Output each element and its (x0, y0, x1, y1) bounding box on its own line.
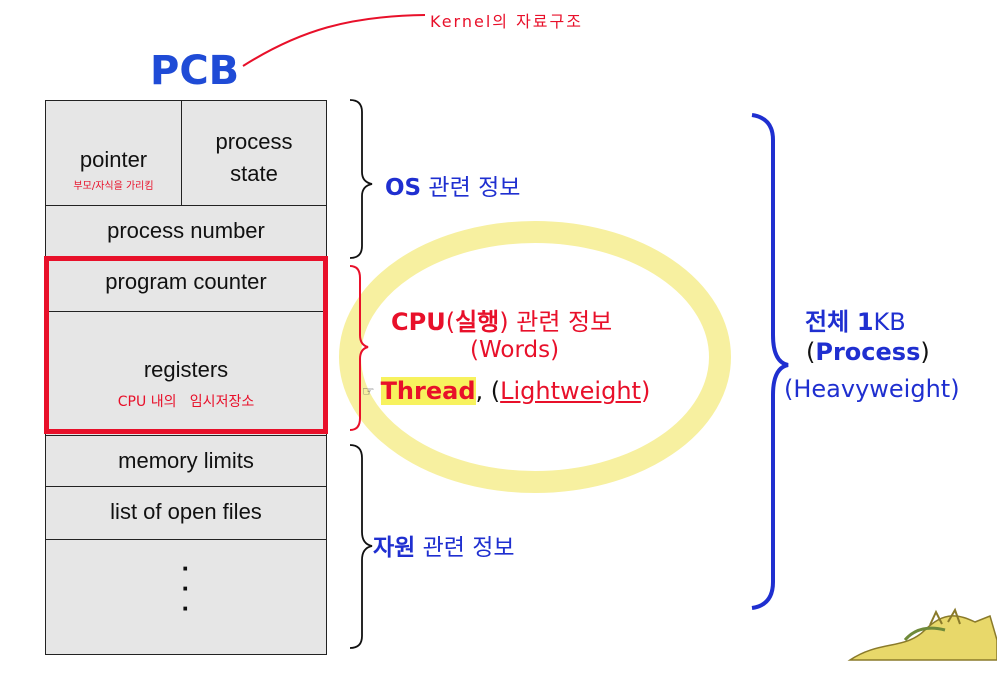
os-label-bold: OS (385, 175, 422, 201)
words-close: ) (550, 337, 560, 363)
diagram-title: PCB (150, 48, 240, 94)
words-text: Words (478, 337, 551, 363)
cpu-info-label: CPU(실행) 관련 정보 (391, 302, 612, 337)
process-state-cell: process state (181, 100, 327, 206)
lightweight-word: Lightweight (500, 377, 641, 405)
kernel-arrow-curve (242, 14, 426, 67)
resource-info-label: 자원 관련 정보 (373, 528, 515, 562)
highlight-ellipse (339, 221, 731, 493)
more-dots: · · · (181, 553, 191, 623)
os-info-label: OS 관련 정보 (385, 168, 520, 202)
cpu-close: ) (499, 308, 509, 336)
resource-label-rest: 관련 정보 (415, 535, 515, 561)
kernel-note: Kernel의 자료구조 (430, 12, 583, 31)
dragon-logo-icon (847, 607, 997, 661)
os-label-rest: 관련 정보 (421, 175, 521, 201)
total-brace (751, 113, 789, 610)
cpu-word: CPU (391, 308, 446, 336)
cpu-open: ( (445, 308, 456, 336)
total-word: 전체 (805, 308, 850, 336)
thread-comma: , ( (475, 377, 501, 405)
pointer-cell: pointer 부모/자식을 가리킴 (45, 100, 182, 206)
process-open: ( (806, 338, 816, 366)
words-open: ( (470, 337, 479, 363)
memory-limits-cell: memory limits (45, 435, 327, 487)
pointer-label: pointer (79, 147, 148, 172)
cpu-brace (349, 265, 369, 431)
more-fields-cell: · · · (45, 539, 327, 655)
memory-limits-label: memory limits (118, 448, 254, 473)
cpu-rest: 관련 정보 (508, 308, 613, 336)
process-number-label: process number (107, 218, 265, 243)
registers-label: registers (143, 357, 229, 382)
words-label: (Words) (470, 337, 559, 363)
thread-label: ☞ Thread, (Lightweight) (362, 377, 650, 405)
pointing-hand-icon: ☞ (362, 384, 375, 400)
process-close: ) (920, 338, 930, 366)
thread-word: Thread (380, 377, 476, 405)
cpu-run: 실행 (455, 308, 500, 336)
process-state-label-1: process (215, 129, 293, 154)
pointer-note: 부모/자식을 가리킴 (73, 181, 154, 192)
process-number-cell: process number (45, 205, 327, 257)
total-size-unit: KB (873, 308, 906, 336)
cpu-info-frame (44, 256, 328, 434)
process-word: Process (815, 338, 921, 366)
program-counter-label: program counter (105, 269, 267, 294)
heavyweight-label: (Heavyweight) (784, 375, 960, 403)
registers-note: CPU 내의 임시저장소 (117, 394, 255, 410)
process-state-label-2: state (230, 161, 278, 186)
resource-label-bold: 자원 (373, 535, 416, 561)
total-size-label: 전체 1KB (805, 302, 906, 337)
os-brace (349, 99, 373, 259)
open-files-label: list of open files (110, 499, 262, 524)
process-label: (Process) (806, 338, 930, 366)
thread-end: ) (640, 377, 651, 405)
total-size-num: 1 (856, 308, 874, 336)
resource-brace (349, 444, 373, 649)
open-files-cell: list of open files (45, 486, 327, 540)
